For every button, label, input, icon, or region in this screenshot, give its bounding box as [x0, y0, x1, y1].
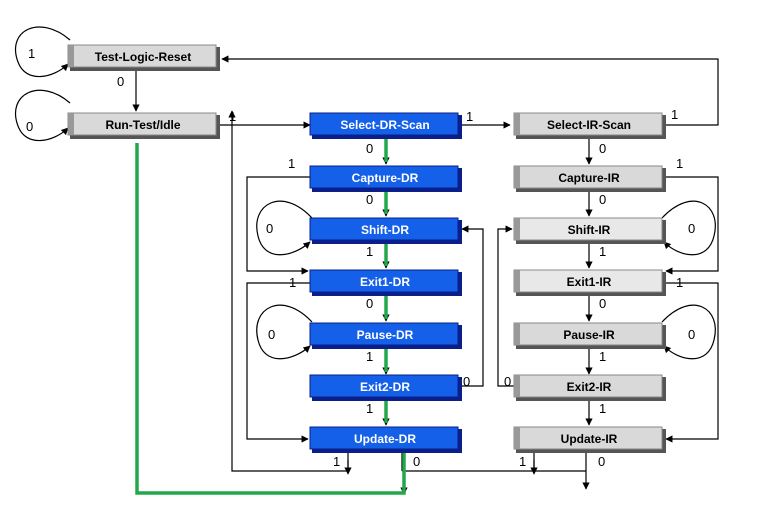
- label-uir-to-sdr: 1: [519, 454, 526, 469]
- state-label-cir: Capture-IR: [558, 171, 620, 185]
- state-exit1-ir: Exit1-IR: [513, 269, 666, 296]
- transition-labels: 1 0 0 1 1 1 0 0 1 0 1 1 0 0 1 0 1 1 0 0 …: [26, 46, 695, 469]
- label-sdr-to-sir: 1: [466, 109, 473, 124]
- transition-lines: [15, 26, 719, 495]
- state-run-test-idle: Run-Test/Idle: [67, 112, 220, 139]
- label-shir-to-e1ir: 1: [599, 244, 606, 259]
- state-pause-ir: Pause-IR: [513, 322, 666, 349]
- state-label-rti: Run-Test/Idle: [105, 118, 180, 132]
- state-label-sir: Select-IR-Scan: [547, 118, 631, 132]
- label-shdr-self: 0: [266, 221, 273, 236]
- label-pir-to-e2ir: 1: [599, 349, 606, 364]
- edge-cdr-to-e1dr: [246, 176, 310, 275]
- state-label-cdr: Capture-DR: [352, 171, 419, 185]
- label-sdr-to-cdr: 0: [366, 141, 373, 156]
- state-exit1-dr: Exit1-DR: [309, 269, 462, 296]
- label-e1ir-to-pir: 0: [599, 296, 606, 311]
- state-shift-ir: Shift-IR: [513, 217, 666, 244]
- label-sir-to-cir: 0: [599, 141, 606, 156]
- label-rti-self: 0: [26, 119, 33, 134]
- state-label-pdr: Pause-DR: [357, 328, 414, 342]
- loop-tlr: [15, 26, 71, 78]
- label-rti-to-sdr: 1: [229, 109, 236, 124]
- label-udr-to-sdr: 1: [333, 454, 340, 469]
- label-pdr-self: 0: [268, 327, 275, 342]
- label-e2ir-to-uir: 1: [599, 401, 606, 416]
- loop-shir: [661, 200, 716, 256]
- state-label-e1ir: Exit1-IR: [567, 275, 612, 289]
- label-tlr-self: 1: [28, 46, 35, 61]
- edge-e1dr-to-udr: [246, 282, 310, 443]
- state-label-e2ir: Exit2-IR: [567, 380, 612, 394]
- label-cdr-to-e1dr: 1: [288, 156, 295, 171]
- state-label-uir: Update-IR: [561, 432, 618, 446]
- state-exit2-dr: Exit2-DR: [309, 374, 462, 401]
- state-label-sdr: Select-DR-Scan: [340, 118, 429, 132]
- label-e1dr-to-pdr: 0: [366, 296, 373, 311]
- state-select-dr-scan: Select-DR-Scan: [309, 112, 462, 139]
- label-tlr-to-rti: 0: [117, 74, 124, 89]
- label-shdr-to-e1dr: 1: [366, 244, 373, 259]
- edge-e1ir-to-uir: [664, 282, 719, 443]
- label-cir-to-shir: 0: [599, 192, 606, 207]
- label-e2dr-to-shdr: 0: [463, 374, 470, 389]
- highlighted-path: [135, 139, 406, 495]
- label-e1dr-to-udr: 1: [289, 275, 296, 290]
- state-update-ir: Update-IR: [513, 426, 666, 453]
- edge-e2ir-to-shir: [497, 225, 515, 387]
- label-uir-to-rti: 0: [598, 454, 605, 469]
- label-sir-to-tlr: 1: [671, 107, 678, 122]
- green-udr-to-rti: [135, 143, 406, 495]
- edge-cir-to-e1ir: [664, 176, 719, 275]
- edge-sir-to-tlr: [221, 55, 719, 126]
- state-label-pir: Pause-IR: [563, 328, 615, 342]
- label-e2dr-to-udr: 1: [366, 401, 373, 416]
- loop-rti: [15, 89, 71, 142]
- label-e2ir-to-shir: 0: [504, 374, 511, 389]
- state-shift-dr: Shift-DR: [309, 217, 462, 244]
- label-udr-to-rti: 0: [413, 454, 420, 469]
- state-exit2-ir: Exit2-IR: [513, 374, 666, 401]
- label-shir-self: 0: [688, 221, 695, 236]
- label-cir-to-e1ir: 1: [676, 156, 683, 171]
- state-label-udr: Update-DR: [354, 432, 416, 446]
- loop-pdr: [256, 304, 313, 360]
- loop-pir: [661, 304, 716, 360]
- label-pir-self: 0: [688, 327, 695, 342]
- state-capture-dr: Capture-DR: [309, 165, 462, 192]
- state-update-dr: Update-DR: [309, 426, 462, 453]
- label-e1ir-to-uir: 1: [676, 275, 683, 290]
- state-label-e2dr: Exit2-DR: [360, 380, 410, 394]
- state-label-shdr: Shift-DR: [361, 223, 409, 237]
- state-test-logic-reset: Test-Logic-Reset: [67, 44, 220, 71]
- state-label-shir: Shift-IR: [568, 223, 611, 237]
- edge-e2dr-to-shdr: [460, 225, 484, 387]
- state-select-ir-scan: Select-IR-Scan: [513, 112, 666, 139]
- loop-shdr: [256, 200, 313, 256]
- state-label-tlr: Test-Logic-Reset: [95, 50, 191, 64]
- state-pause-dr: Pause-DR: [309, 322, 462, 349]
- state-label-e1dr: Exit1-DR: [360, 275, 410, 289]
- state-capture-ir: Capture-IR: [513, 165, 666, 192]
- label-cdr-to-shdr: 0: [366, 192, 373, 207]
- label-pdr-to-e2dr: 1: [366, 349, 373, 364]
